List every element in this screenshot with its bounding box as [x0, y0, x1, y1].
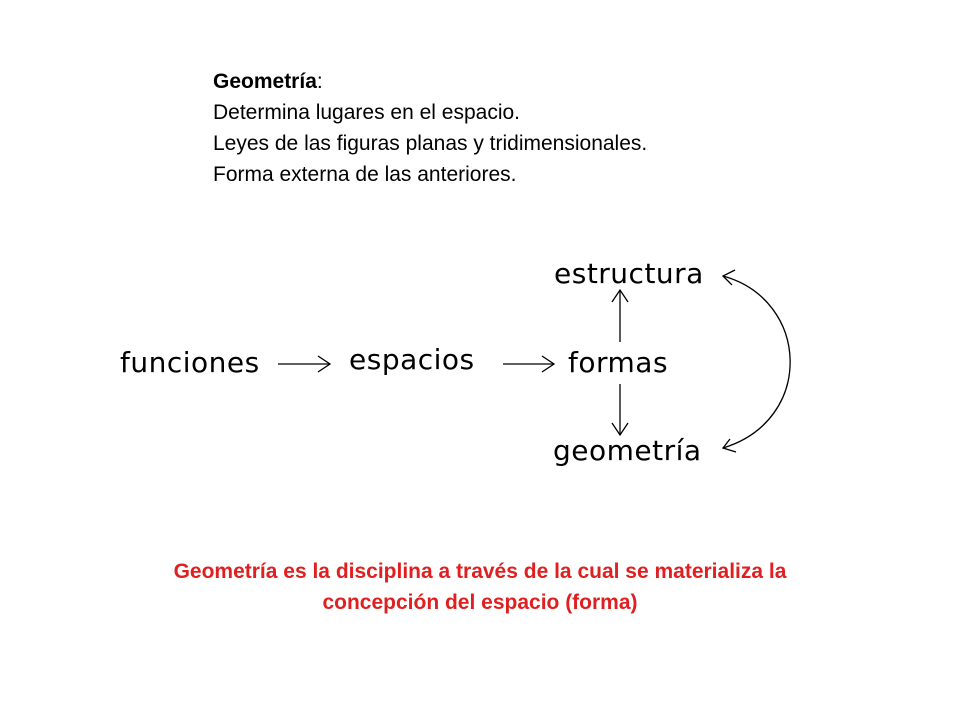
arrow-formas-geometria: [611, 384, 629, 437]
arrow-espacios-formas: [503, 355, 556, 373]
node-geometria: geometría: [553, 434, 702, 467]
intro-line-3: Forma externa de las anteriores.: [213, 163, 517, 186]
intro-line-1: Determina lugares en el espacio.: [213, 101, 521, 124]
node-espacios: espacios: [349, 343, 475, 376]
intro-heading-bold: Geometría: [213, 70, 317, 93]
intro-heading-colon: :: [316, 70, 323, 93]
arrow-funciones-espacios: [278, 355, 332, 373]
node-formas: formas: [568, 346, 668, 379]
conclusion-line-1: Geometría es la disciplina a través de l…: [173, 560, 787, 583]
node-estructura: estructura: [554, 257, 704, 290]
conclusion-line-2: concepción del espacio (forma): [322, 591, 638, 614]
conclusion-text: Geometría es la disciplina a través de l…: [60, 556, 900, 618]
arrow-formas-estructura: [611, 288, 629, 342]
curved-arrow-estructura-geometria: [721, 269, 791, 453]
intro-heading: Geometría:: [213, 66, 647, 97]
intro-line-2: Leyes de las figuras planas y tridimensi…: [213, 132, 648, 155]
intro-text-block: Geometría: Determina lugares en el espac…: [213, 66, 647, 190]
node-funciones: funciones: [120, 346, 260, 379]
